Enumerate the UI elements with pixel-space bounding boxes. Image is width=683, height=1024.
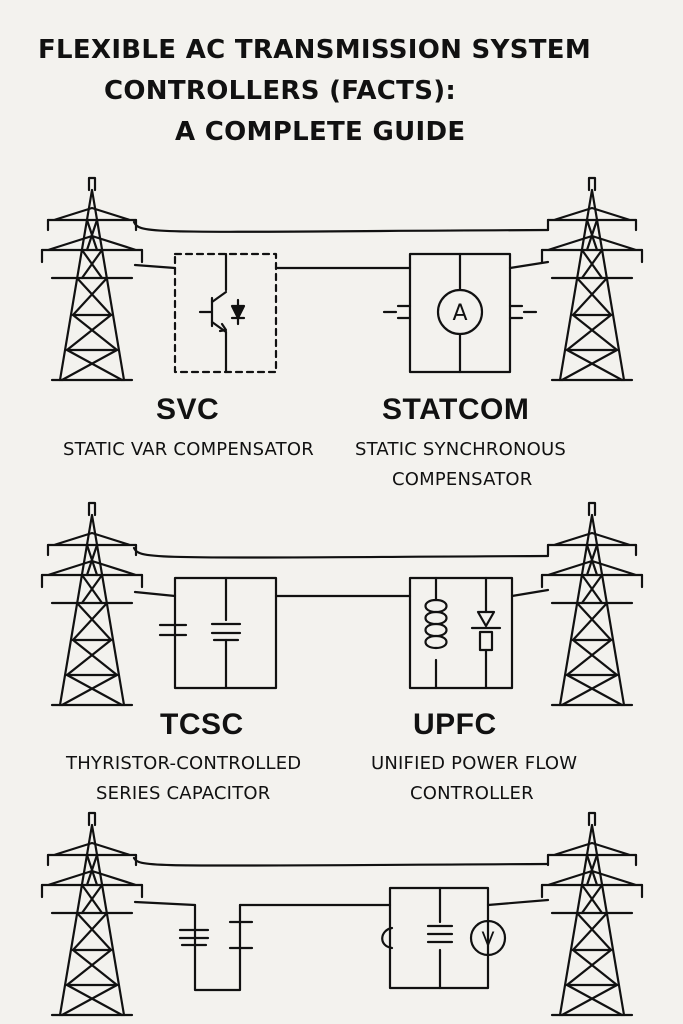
capacitor-icon (158, 623, 188, 637)
title-line-3: A COMPLETE GUIDE (175, 117, 466, 147)
capacitor-icon (228, 920, 254, 950)
inductor-icon (424, 598, 448, 650)
statcom-symbol (382, 252, 538, 374)
statcom-abbr: STATCOM (382, 393, 530, 426)
tower-row1-left (40, 176, 144, 382)
statcom-desc-line-2: COMPENSATOR (392, 469, 533, 490)
tower-row2-right (540, 501, 644, 707)
page-title: FLEXIBLE AC TRANSMISSION SYSTEM CONTROLL… (0, 30, 683, 153)
capacitor-icon (426, 924, 454, 944)
upfc-abbr: UPFC (413, 708, 497, 741)
ammeter-label: A (452, 301, 467, 326)
voltmeter-icon (469, 919, 507, 957)
upfc-desc-line-2: CONTROLLER (410, 783, 534, 804)
line-row2 (132, 546, 550, 598)
thyristor-icon (198, 290, 246, 334)
voltmeter-label: V (482, 928, 495, 950)
tower-row3-right (540, 811, 644, 1017)
tcsc-symbol (158, 576, 278, 690)
tower-row1-right (540, 176, 644, 382)
capacitor-icon (210, 622, 242, 642)
upfc-desc-line-1: UNIFIED POWER FLOW (371, 753, 578, 774)
svc-symbol (173, 252, 278, 374)
svc-abbr: SVC (156, 393, 220, 426)
line-row1 (132, 220, 550, 270)
compensator-symbol (381, 886, 507, 990)
capacitor-icon (382, 304, 412, 320)
line-row3 (132, 856, 550, 907)
capacitor-icon (508, 304, 538, 320)
thyristor-icon (470, 610, 502, 652)
tower-row2-left (40, 501, 144, 707)
series-capacitor-symbol (178, 903, 254, 992)
title-line-1: FLEXIBLE AC TRANSMISSION SYSTEM (38, 35, 591, 65)
capacitor-icon (178, 928, 210, 947)
tcsc-desc-line-2: SERIES CAPACITOR (96, 783, 271, 804)
ammeter-icon (436, 288, 484, 336)
upfc-symbol (408, 576, 514, 690)
tcsc-desc-line-1: THYRISTOR-CONTROLLED (66, 753, 302, 774)
statcom-desc-line-1: STATIC SYNCHRONOUS (355, 439, 567, 460)
tower-row3-left (40, 811, 144, 1017)
tcsc-abbr: TCSC (160, 708, 244, 741)
title-line-2: CONTROLLERS (FACTS): (104, 76, 457, 106)
svc-desc: STATIC VAR COMPENSATOR (63, 439, 314, 460)
